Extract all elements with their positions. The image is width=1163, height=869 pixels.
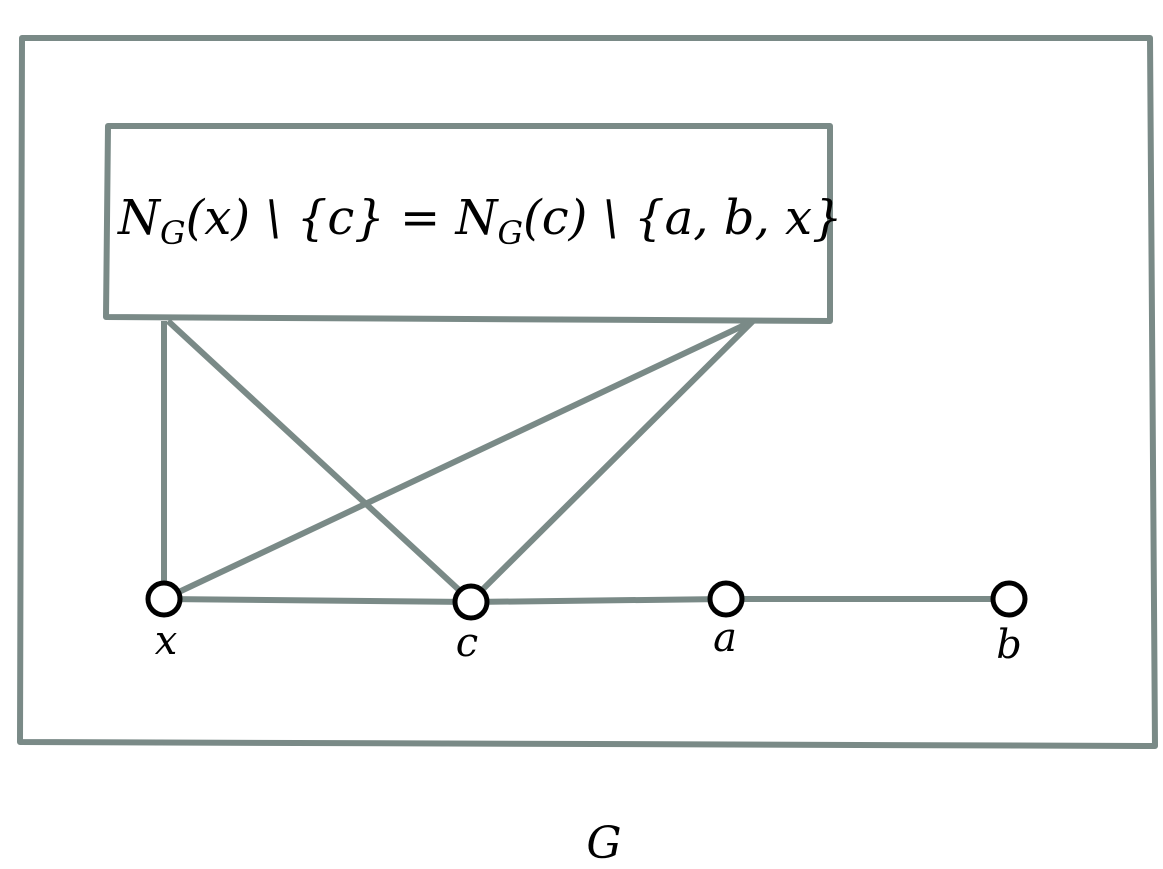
graph-boundary-frame [17, 35, 1158, 749]
edge-x-c [163, 596, 472, 605]
formula-mid1: (x) \ {c} = [186, 190, 456, 246]
vertex-a [707, 580, 745, 618]
vertex-x [145, 580, 183, 618]
formula-n2: N [454, 190, 499, 246]
vertex-label-b: b [996, 622, 1022, 668]
vertex-b [990, 580, 1028, 618]
vertex-label-c: c [456, 620, 478, 666]
formula-g2-subscript: G [497, 214, 523, 252]
vertex-label-a: a [713, 615, 737, 661]
formula-mid2: (c) \ {a, b, x} [523, 190, 843, 246]
formula-g1-subscript: G [160, 214, 186, 252]
formula-n1: N [117, 190, 162, 246]
edge-c-box-right [468, 318, 756, 604]
neighborhood-formula: NG(x) \ {c} = NG(c) \ {a, b, x} [117, 190, 843, 252]
vertex-c [452, 583, 490, 621]
edge-c-a [470, 596, 727, 605]
edge-c-box-left [165, 318, 474, 604]
graph-label: G [586, 818, 621, 869]
edge-x-box-right [162, 318, 755, 602]
neighborhood-box [103, 123, 833, 324]
vertex-label-x: x [155, 618, 178, 664]
